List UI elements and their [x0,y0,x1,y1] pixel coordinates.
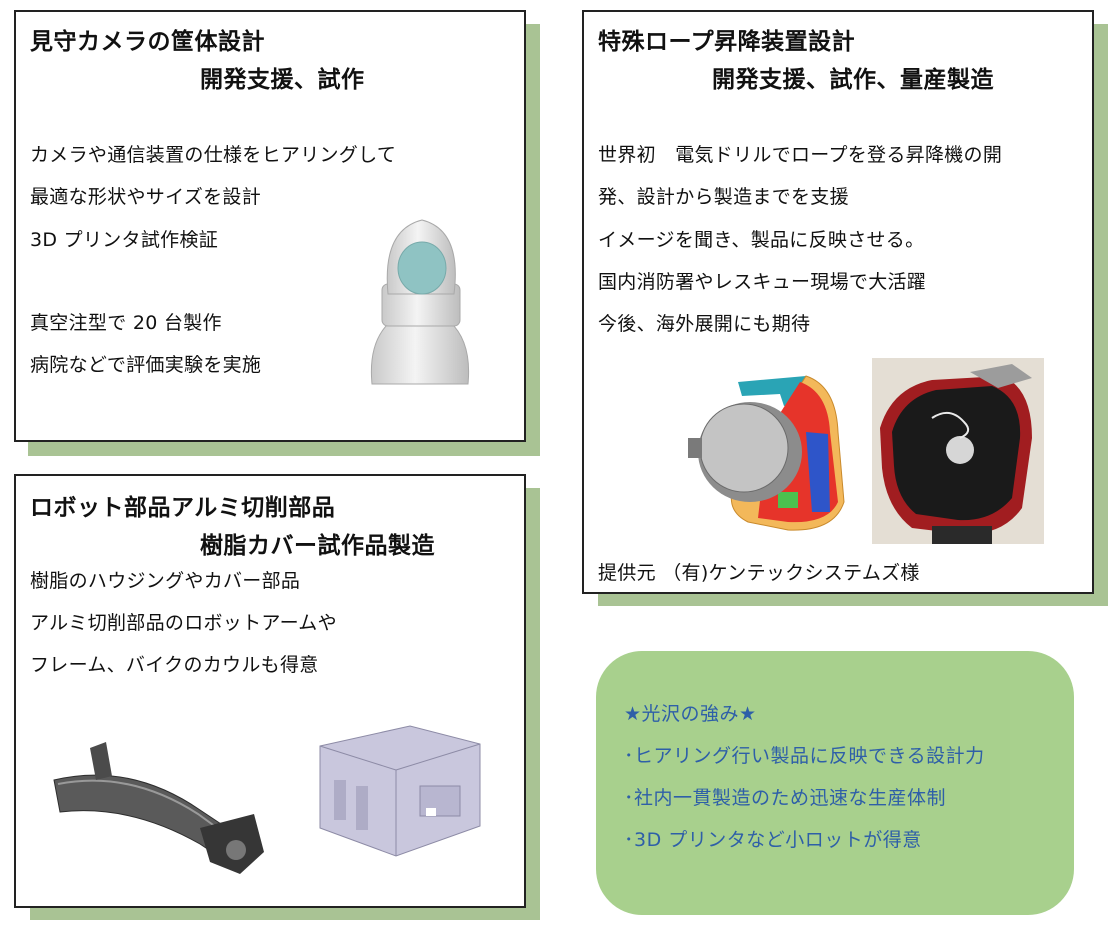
rope-panel-line-5: 今後、海外展開にも期待 [598,313,811,335]
rope-panel-title-line1: 特殊ロープ昇降装置設計 [598,29,856,55]
camera-panel-line-4: 真空注型で 20 台製作 [30,312,222,334]
bike-cowl-image [53,742,264,874]
robot-panel-line-2: アルミ切削部品のロボットアームや [30,612,337,634]
strengths-box: ★光沢の強み★ ･ヒアリング行い製品に反映できる設計力 ･社内一貫製造のため迅速… [596,651,1074,915]
camera-panel-line-3: 3D プリンタ試作検証 [30,229,219,251]
rope-panel: 特殊ロープ昇降装置設計 開発支援、試作、量産製造 世界初 電気ドリルでロープを登… [582,10,1094,594]
camera-panel: 見守カメラの筐体設計 開発支援、試作 カメラや通信装置の仕様をヒアリングして 最… [14,10,526,442]
rope-device-photo [872,358,1044,544]
rope-panel-line-4: 国内消防署やレスキュー現場で大活躍 [598,271,927,293]
robot-panel: ロボット部品アルミ切削部品 樹脂カバー試作品製造 樹脂のハウジングやカバー部品 … [14,474,526,908]
rope-panel-line-1: 世界初 電気ドリルでロープを登る昇降機の開 [598,144,1003,166]
camera-panel-line-5: 病院などで評価実験を実施 [30,354,262,376]
robot-panel-line-3: フレーム、バイクのカウルも得意 [30,654,319,676]
resin-housing-image [319,725,481,857]
camera-panel-title-line2: 開発支援、試作 [200,67,365,93]
strength-item-3: ･3D プリンタなど小ロットが得意 [624,829,922,851]
camera-panel-line-1: カメラや通信装置の仕様をヒアリングして [30,144,397,166]
camera-panel-line-2: 最適な形状やサイズを設計 [30,186,262,208]
robot-panel-title-line1: ロボット部品アルミ切削部品 [30,495,336,521]
rope-device-cad-image [688,375,845,531]
strength-item-1: ･ヒアリング行い製品に反映できる設計力 [624,745,985,767]
strength-item-2: ･社内一貫製造のため迅速な生産体制 [624,787,947,809]
robot-panel-line-1: 樹脂のハウジングやカバー部品 [30,570,301,592]
rope-panel-title-line2: 開発支援、試作、量産製造 [712,67,994,93]
robot-panel-title-line2: 樹脂カバー試作品製造 [200,533,435,559]
camera-panel-title-line1: 見守カメラの筐体設計 [30,29,265,55]
camera-housing-image [370,219,470,385]
strengths-heading: ★光沢の強み★ [624,703,757,725]
rope-panel-credit: 提供元 （有)ケンテックシステムズ様 [598,562,920,584]
rope-panel-line-2: 発、設計から製造までを支援 [598,186,849,208]
rope-panel-line-3: イメージを聞き、製品に反映させる。 [598,229,925,251]
